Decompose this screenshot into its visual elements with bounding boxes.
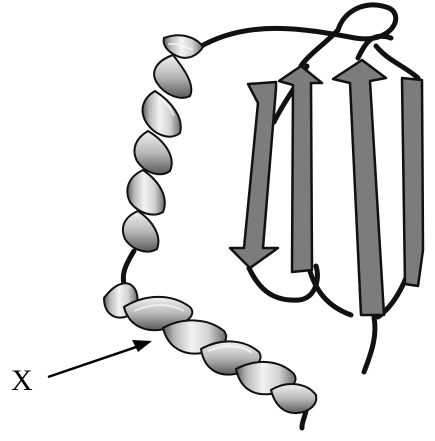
pointer-arrow-head-icon xyxy=(132,340,152,352)
helix-segment-4 xyxy=(134,131,171,174)
helix-segment-5 xyxy=(127,170,164,215)
coil-right-top xyxy=(376,46,418,78)
pointer-arrow-group xyxy=(48,340,152,377)
diagram-label-x: X xyxy=(11,364,33,397)
beta-strand-2 xyxy=(279,66,322,272)
pointer-arrow-line xyxy=(48,344,145,377)
beta-strand-1 xyxy=(230,82,278,268)
coil-connector-1 xyxy=(301,30,338,66)
helix-ribbon xyxy=(104,35,316,413)
helix-segment-6 xyxy=(123,211,158,252)
helix-segment-12 xyxy=(271,384,316,413)
beta-sheet xyxy=(230,60,423,315)
helix-segment-2 xyxy=(154,55,191,98)
beta-strand-3 xyxy=(333,60,386,315)
coil-bottom-tail xyxy=(364,317,375,372)
beta-strand-4 xyxy=(402,78,423,286)
